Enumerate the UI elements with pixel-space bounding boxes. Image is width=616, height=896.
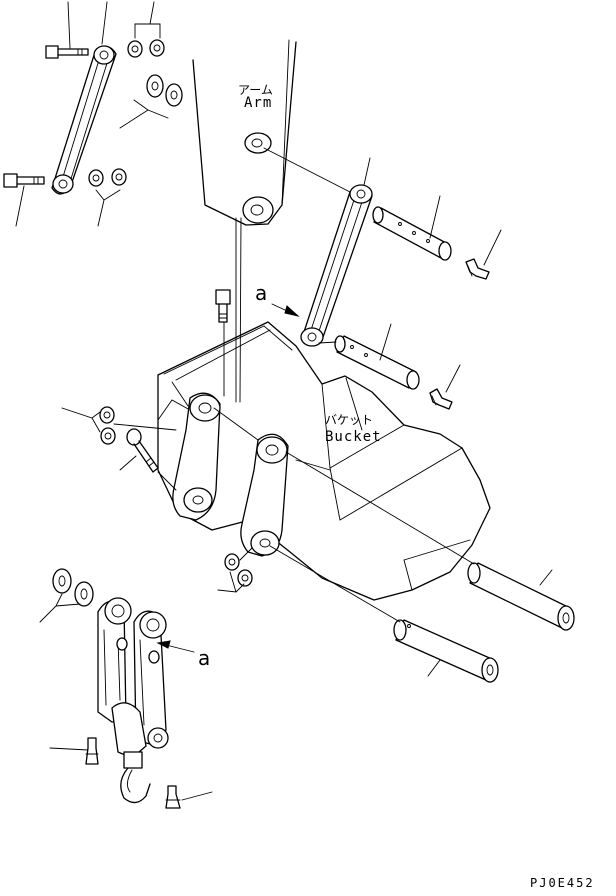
pin-lower-long: [467, 562, 575, 631]
bolt-mid-left: [3, 173, 45, 188]
arm-label-en: Arm: [244, 95, 273, 111]
pin-middle-right: [334, 335, 420, 390]
reference-label-a-bottom: a: [198, 646, 211, 670]
reference-arrow-top: [271, 303, 300, 317]
reference-arrow-bottom: [156, 640, 195, 653]
grease-fitting-right-upper: [465, 258, 490, 280]
arm-label-jp: アーム: [238, 83, 273, 97]
nuts-mid: [88, 168, 127, 187]
side-link-left: [51, 45, 117, 195]
reference-label-a-top: a: [255, 281, 268, 305]
pin-lower-short: [393, 619, 499, 683]
washers-bottom-left: [52, 568, 94, 607]
callout-leader-lines: [15, 1, 553, 801]
bolt-top-left: [45, 45, 89, 59]
grease-fitting-bottom-right: [165, 785, 181, 809]
drawing-code: PJ0E452: [530, 876, 595, 890]
bucket-label-en: Bucket: [325, 429, 382, 445]
power-link-assembly: [97, 597, 169, 804]
nuts-bucket-lower: [224, 553, 253, 587]
grease-fitting-right-middle: [429, 388, 453, 410]
side-link-right: [300, 184, 373, 347]
bucket-bosses-front: [172, 392, 221, 521]
bucket-part: [157, 321, 491, 601]
pin-upper-right: [372, 206, 452, 261]
assembly-lines: [113, 147, 475, 623]
bolt-center: [215, 289, 231, 323]
bucket-bosses-rear: [240, 433, 289, 557]
bolt-bucket-left: [126, 428, 159, 473]
nuts-top: [127, 39, 165, 58]
grease-fitting-bottom-left: [85, 737, 99, 765]
bucket-label-jp: バケット: [325, 413, 374, 427]
nuts-bucket-left: [99, 406, 116, 445]
arm-part: [192, 39, 297, 226]
washers-top: [146, 74, 183, 107]
